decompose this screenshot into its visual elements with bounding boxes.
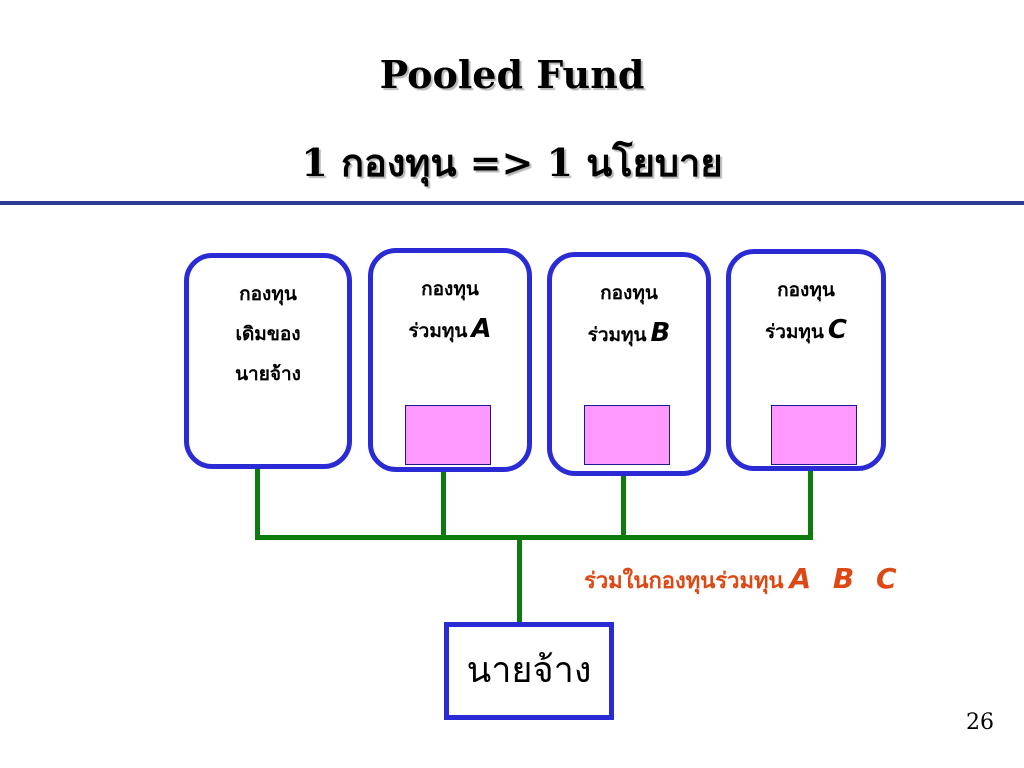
employer-box: นายจ้าง: [444, 622, 614, 720]
pink-share-box-c: [771, 405, 857, 465]
title-divider: [0, 201, 1024, 205]
participation-text: ร่วมในกองทุนร่วมทุน: [584, 568, 784, 594]
connector-line: [441, 472, 446, 537]
fund-label-line: กองทุน: [239, 283, 297, 305]
connector-line: [621, 476, 626, 537]
page-number: 26: [966, 710, 994, 735]
pink-share-box-b: [584, 405, 670, 465]
connector-bus: [255, 535, 813, 540]
connector-to-employer: [517, 535, 522, 622]
fund-label-line: กองทุน: [777, 279, 835, 301]
fund-label-line: เดิมของ: [235, 323, 301, 345]
fund-label-text: ร่วมทุน: [587, 324, 647, 346]
slide-subtitle: 1 กองทุน => 1 นโยบาย: [301, 140, 723, 185]
fund-label-line: กองทุน: [600, 282, 658, 304]
fund-letter: C: [827, 315, 847, 345]
fund-letter: A: [471, 314, 492, 344]
fund-label-line: นายจ้าง: [235, 363, 301, 385]
fund-label-text: ร่วมทุน: [408, 320, 468, 342]
fund-letter: B: [650, 318, 671, 348]
connector-line: [255, 469, 260, 537]
fund-label-text: ร่วมทุน: [764, 321, 824, 343]
slide-title: Pooled Fund: [379, 52, 645, 97]
connector-line: [808, 471, 813, 537]
fund-label-line: กองทุน: [421, 278, 479, 300]
pink-share-box-a: [405, 405, 491, 465]
fund-box-original: กองทุน เดิมของ นายจ้าง: [184, 253, 352, 469]
participation-letters: A B C: [789, 562, 903, 595]
